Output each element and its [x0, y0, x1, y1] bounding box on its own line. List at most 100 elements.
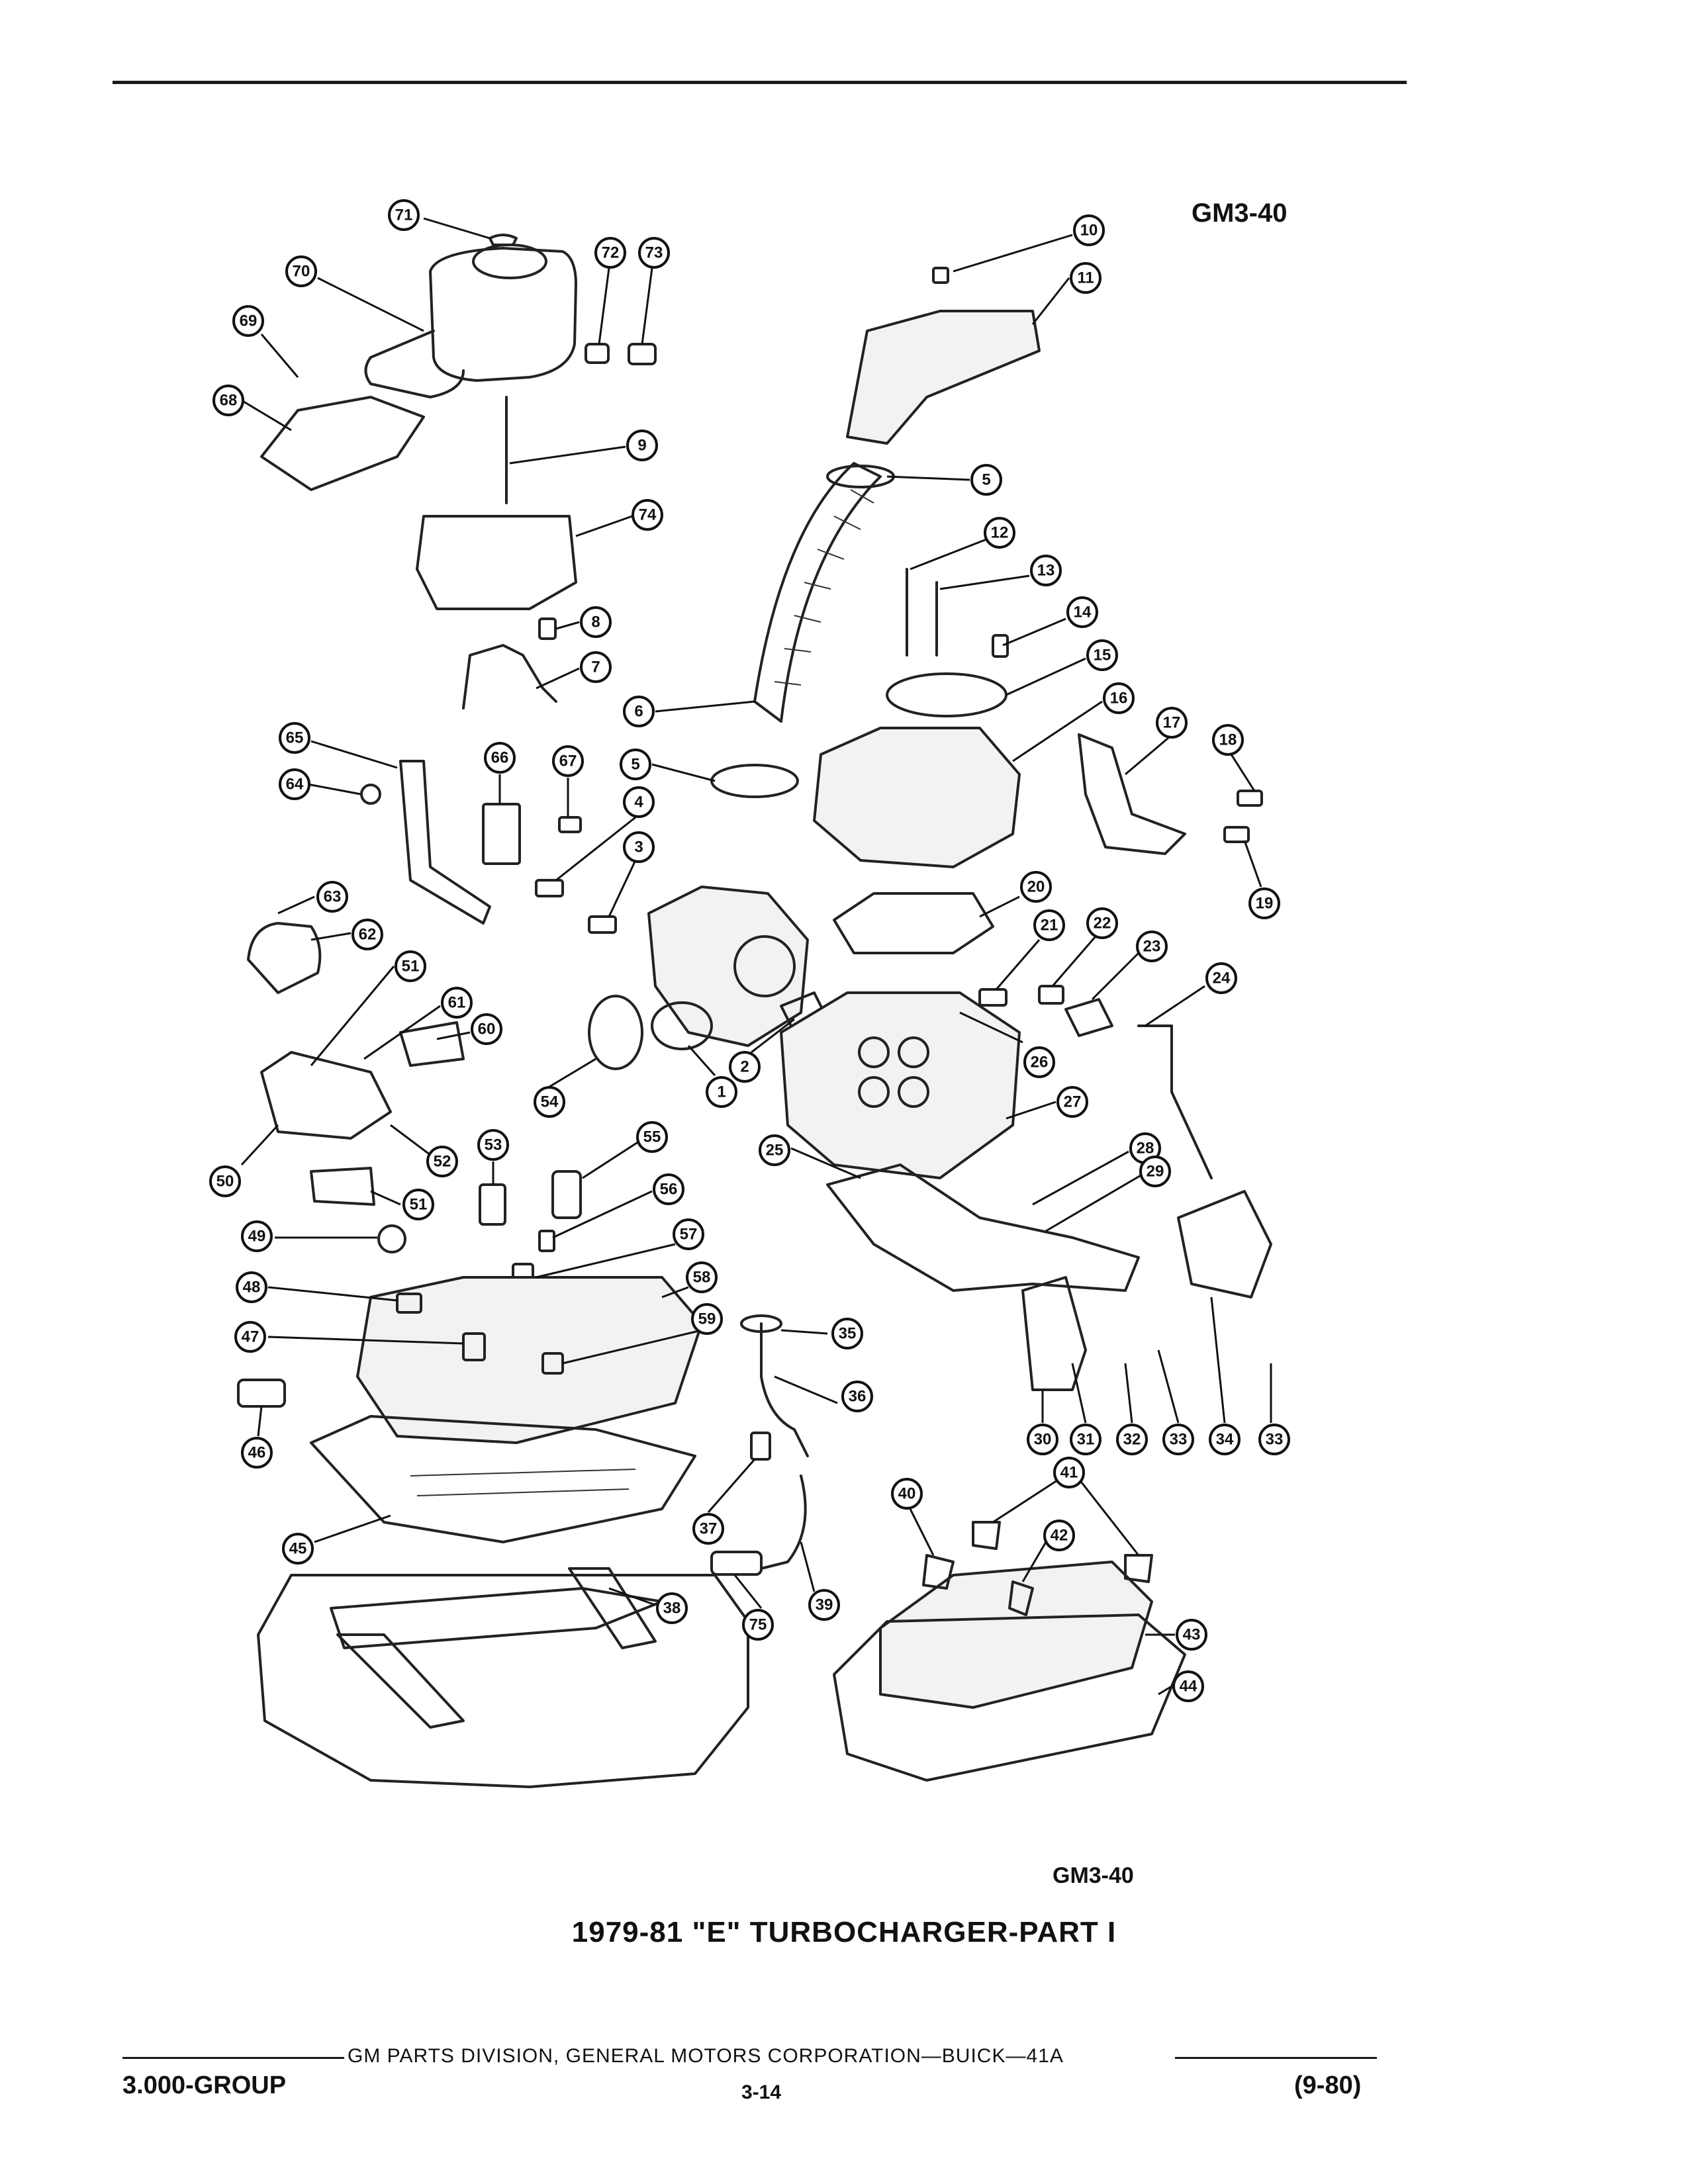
callout-circle [282, 1533, 314, 1565]
callout-circle [1070, 262, 1102, 294]
callout-63: 63 [316, 881, 348, 913]
gasket-strip-right [568, 1567, 657, 1649]
callout-label: 62 [359, 926, 377, 944]
egr-gasket-60 [399, 1021, 465, 1067]
diagram-caption: 1979-81 "E" TURBOCHARGER-PART I [571, 1916, 1117, 1948]
callout-label: 74 [639, 506, 657, 524]
callout-circle [692, 1513, 724, 1545]
callout-circle [471, 1013, 502, 1045]
footer-revision-date: (9-80) [1294, 2071, 1362, 2099]
clip-42 [1008, 1580, 1034, 1616]
callout-label: 75 [749, 1616, 767, 1634]
callout-label: 49 [248, 1228, 266, 1246]
callout-label: 53 [485, 1136, 502, 1154]
callout-label: 51 [402, 958, 420, 976]
fitting-23 [1064, 998, 1113, 1037]
fitting-47 [462, 1332, 486, 1361]
callout-circle [241, 1437, 273, 1469]
callout-label: 1 [717, 1083, 726, 1101]
callout-label: 44 [1180, 1678, 1197, 1696]
callout-30: 30 [1027, 1424, 1058, 1455]
callout-label: 5 [982, 471, 990, 489]
callout-label: 6 [634, 703, 643, 721]
callout-20: 20 [1020, 871, 1052, 903]
callout-62: 62 [352, 919, 383, 950]
callout-label: 5 [631, 756, 639, 774]
callout-circle [209, 1165, 241, 1197]
callout-41: 41 [1053, 1457, 1085, 1488]
flex-hose [753, 462, 882, 723]
pcv-hose [760, 1475, 807, 1570]
bolt-19 [1223, 826, 1250, 843]
callout-label: 33 [1266, 1431, 1284, 1449]
callout-54: 54 [534, 1086, 565, 1118]
callout-circle [441, 987, 473, 1019]
callout-circle [891, 1478, 923, 1510]
callout-29: 29 [1139, 1156, 1171, 1187]
callout-2: 2 [729, 1051, 761, 1083]
callout-circle [1176, 1619, 1207, 1651]
pcv-valve [710, 1551, 763, 1576]
fitting-72 [585, 343, 610, 364]
elbow-nut [932, 267, 949, 284]
callout-circle [580, 606, 612, 638]
callout-circle [638, 237, 670, 269]
egr-valve [247, 922, 322, 994]
sensor-55 [551, 1170, 582, 1219]
fitting-73 [628, 343, 657, 365]
callout-label: 24 [1213, 970, 1231, 987]
callout-46: 46 [241, 1437, 273, 1469]
callout-circle [1212, 724, 1244, 756]
callout-circle [279, 722, 310, 754]
intake-duct [260, 396, 425, 491]
callout-circle [388, 199, 420, 231]
egr-tube-flange [740, 1314, 782, 1333]
callout-circle [580, 651, 612, 683]
clip-41a [972, 1521, 1001, 1550]
bolt-67 [558, 816, 582, 833]
callout-66: 66 [484, 742, 516, 774]
callout-circle [1086, 907, 1118, 939]
callout-label: 17 [1163, 714, 1181, 732]
intake-gasket [330, 1587, 663, 1649]
intake-manifold [356, 1276, 703, 1444]
callout-label: 15 [1094, 647, 1111, 664]
callout-label: 46 [248, 1444, 266, 1462]
callout-68: 68 [212, 385, 244, 416]
egr-gasket-51 [310, 1167, 375, 1206]
callout-10: 10 [1073, 214, 1105, 246]
callout-label: 21 [1041, 917, 1058, 934]
callout-8: 8 [580, 606, 612, 638]
callout-label: 22 [1094, 915, 1111, 933]
callout-circle [831, 1318, 863, 1349]
callout-33: 33 [1162, 1424, 1194, 1455]
callout-circle [742, 1609, 774, 1641]
callout-circle [395, 950, 426, 982]
callout-49: 49 [241, 1220, 273, 1252]
callout-label: 16 [1110, 690, 1128, 707]
callout-label: 58 [693, 1269, 711, 1287]
carb-brace [1078, 733, 1186, 855]
callout-circle [234, 1321, 266, 1353]
fitting-21 [978, 988, 1008, 1007]
callout-circle [620, 749, 651, 780]
callout-label: 59 [698, 1310, 716, 1328]
callout-27: 27 [1056, 1086, 1088, 1118]
callout-label: 2 [740, 1058, 749, 1076]
callout-56: 56 [653, 1173, 684, 1205]
callout-19: 19 [1248, 887, 1280, 919]
callout-18: 18 [1212, 724, 1244, 756]
callout-42: 42 [1043, 1520, 1075, 1551]
callout-circle [1086, 639, 1118, 671]
rocker-cover-gasket [833, 1614, 1186, 1782]
egr-tube [760, 1322, 809, 1457]
callout-label: 68 [220, 392, 238, 410]
turbo-compressor-outlet [733, 935, 796, 997]
callout-6: 6 [623, 696, 655, 727]
support-bracket [462, 644, 557, 709]
callout-circle [1162, 1424, 1194, 1455]
callout-36: 36 [841, 1381, 873, 1412]
callout-label: 14 [1074, 604, 1092, 621]
